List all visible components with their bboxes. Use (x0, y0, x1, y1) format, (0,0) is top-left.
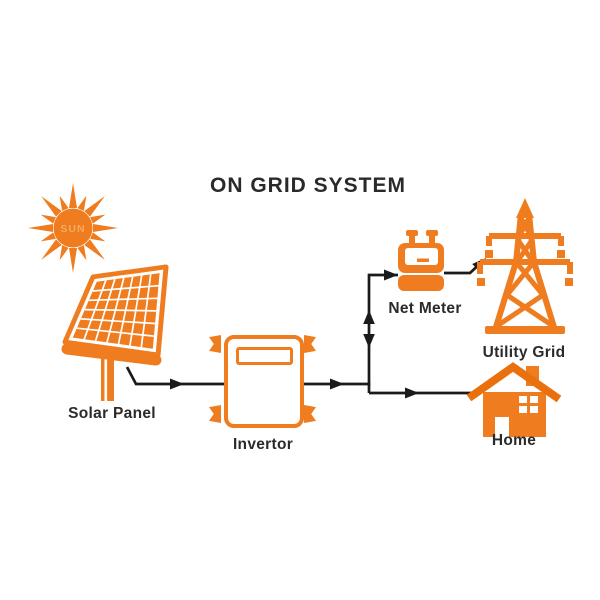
invertor-mount-tab-icon (304, 405, 316, 423)
insulator-icon (477, 278, 485, 286)
arrowhead-to-home (405, 387, 419, 399)
sun-disc (53, 208, 93, 248)
line-net-meter-to-utility-grid (444, 264, 479, 275)
sun-rays (28, 183, 118, 273)
invertor-mount-tab-icon (209, 405, 221, 423)
arrowhead-down-to-junction (363, 334, 375, 348)
arrowhead-up-to-net-meter (363, 310, 375, 324)
tower-upper-arm (486, 233, 564, 246)
meter-display (405, 248, 438, 265)
door (495, 417, 509, 437)
sun-icon: SUN (28, 183, 118, 273)
utility-grid-icon (477, 198, 573, 334)
window-cross (519, 396, 538, 413)
arrowhead-to-junction (330, 378, 344, 390)
insulator-icon (565, 278, 573, 286)
invertor-mount-tab-icon (304, 335, 316, 353)
tower-cross-bracing (495, 216, 555, 329)
insulator-icon (557, 250, 565, 258)
invertor-label: Invertor (232, 436, 294, 453)
arrowhead-into-net-meter (384, 269, 398, 281)
meter-display-dash (417, 258, 429, 262)
tower-lower-arm (477, 259, 573, 274)
meter-terminal-post (429, 235, 435, 245)
tower-peak (516, 198, 534, 218)
home-label: Home (491, 432, 537, 449)
arrowhead-to-invertor (170, 378, 184, 390)
utility-grid-label: Utility Grid (482, 344, 566, 361)
net-meter-label: Net Meter (388, 300, 462, 317)
diagram-title: ON GRID SYSTEM (209, 174, 407, 197)
net-meter-icon (398, 230, 444, 291)
invertor-mount-tab-icon (209, 335, 221, 353)
meter-terminal-cap (406, 230, 418, 236)
meter-terminal-post (409, 235, 415, 245)
line-solar-panel-to-invertor (125, 366, 224, 386)
tower-base (485, 326, 565, 334)
sun-label: SUN (60, 223, 85, 235)
meter-base (398, 275, 444, 291)
roof (466, 362, 562, 403)
invertor-display-slot (236, 347, 293, 365)
insulator-icon (485, 250, 493, 258)
meter-terminal-cap (426, 230, 438, 236)
solar-panel-label: Solar Panel (68, 405, 156, 422)
home-icon (466, 362, 562, 437)
